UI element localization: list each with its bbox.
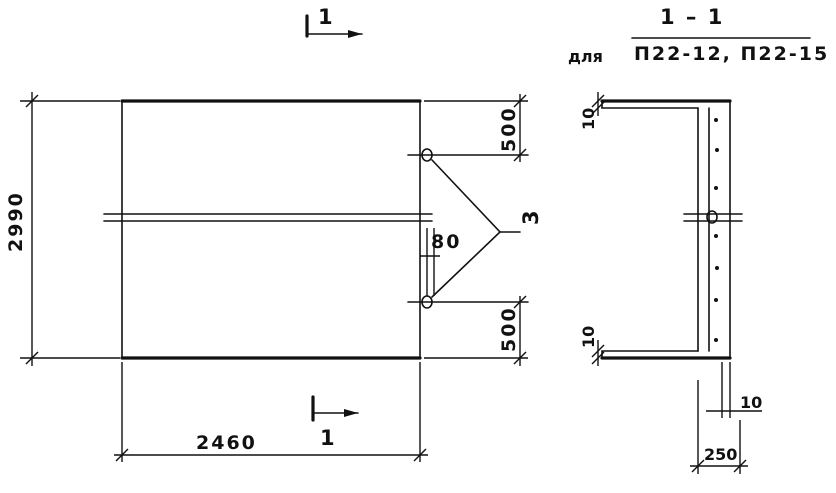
section-arrow	[348, 30, 362, 38]
dimension-gap: 80	[420, 228, 461, 296]
dimension-top-offset: 500	[424, 94, 528, 162]
dimension-width: 2460	[114, 362, 428, 462]
section-title: 1 – 1 для П22-12, П22-15	[568, 5, 829, 66]
rebar-dot	[715, 266, 719, 270]
dimension-section-wall-value: 10	[740, 393, 762, 412]
callout-label: 3	[519, 208, 543, 225]
dimension-section-top: 10	[579, 92, 605, 130]
dimension-bottom-offset: 500	[424, 295, 528, 366]
rebar-dot	[714, 186, 718, 190]
plan-view: 3	[103, 99, 543, 360]
dimension-section-bottom-value: 10	[579, 326, 598, 348]
rebar-dot	[715, 148, 719, 152]
dimension-height-value: 2990	[5, 191, 27, 252]
dimension-section-bottom: 10	[579, 326, 605, 366]
section-mark-bottom: 1	[311, 395, 359, 450]
section-title-models: П22-12, П22-15	[634, 43, 829, 65]
dimension-section-top-value: 10	[579, 108, 598, 130]
dimension-section-depth: 250	[690, 380, 748, 474]
rebar-dot	[714, 298, 718, 302]
section-mark-label: 1	[320, 426, 337, 450]
dimension-height: 2990	[5, 92, 120, 366]
callout-leader	[431, 159, 502, 298]
rebar-dot	[714, 118, 718, 122]
section-mark-top: 1	[305, 5, 363, 38]
section-arrow	[344, 409, 358, 417]
section-view	[600, 99, 743, 360]
dimension-top-offset-value: 500	[498, 106, 520, 152]
dimension-gap-value: 80	[431, 231, 461, 253]
dimension-section-wall: 10	[706, 362, 762, 418]
rebar-dot	[714, 234, 718, 238]
dimension-section-depth-value: 250	[704, 445, 737, 464]
section-title-prefix: для	[568, 47, 603, 66]
dimension-width-value: 2460	[196, 432, 257, 454]
section-mark-label: 1	[318, 5, 335, 29]
rebar-dot	[714, 338, 718, 342]
section-title-name: 1 – 1	[660, 5, 724, 29]
dimension-bottom-offset-value: 500	[498, 306, 520, 352]
